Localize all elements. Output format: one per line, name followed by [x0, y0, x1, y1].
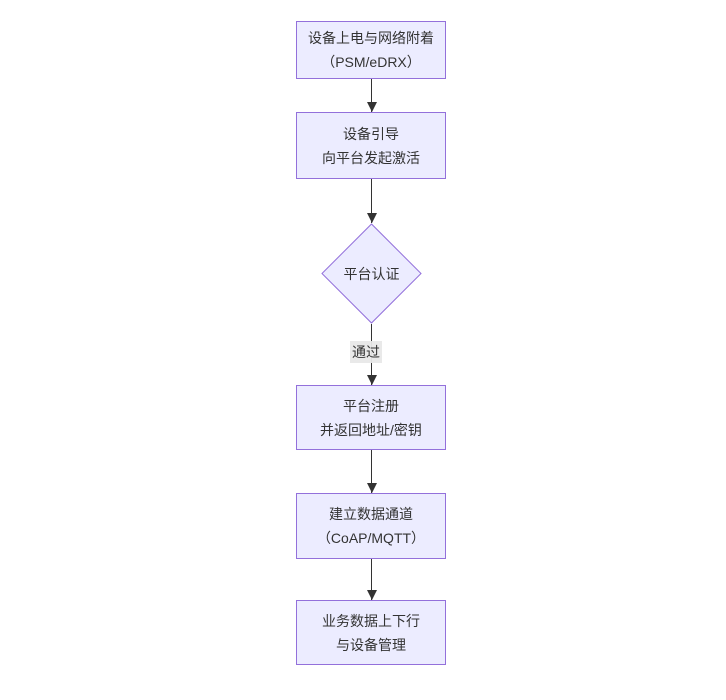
node-text-line: 设备引导 — [343, 125, 399, 142]
node-business-data: 业务数据上下行 与设备管理 — [296, 600, 446, 665]
node-data-channel: 建立数据通道 （CoAP/MQTT） — [296, 493, 446, 559]
flow-arrow — [366, 559, 377, 600]
flow-arrow — [366, 79, 377, 112]
node-platform-auth: 平台认证 — [321, 223, 422, 324]
flow-arrow — [366, 450, 377, 493]
arrowhead-icon — [366, 102, 377, 112]
node-text-line: 建立数据通道 — [329, 506, 413, 522]
arrowhead-icon — [366, 213, 377, 223]
node-power-network-attach: 设备上电与网络附着 （PSM/eDRX） — [296, 21, 446, 79]
node-text-line: （CoAP/MQTT） — [316, 530, 426, 546]
node-device-bootstrap: 设备引导 向平台发起激活 — [296, 112, 446, 179]
arrow-shaft — [371, 559, 372, 600]
node-text-line: 设备上电与网络附着 — [308, 30, 434, 46]
node-text-line: 向平台发起激活 — [322, 149, 420, 166]
arrowhead-icon — [366, 375, 377, 385]
edge-label-pass: 通过 — [350, 341, 382, 363]
node-text-line: 平台注册 — [343, 397, 399, 414]
arrowhead-icon — [366, 483, 377, 493]
flow-arrow — [366, 179, 377, 223]
arrow-shaft — [371, 179, 372, 223]
arrow-shaft — [371, 450, 372, 493]
arrow-shaft — [371, 79, 372, 112]
arrowhead-icon — [366, 590, 377, 600]
node-text-line: 业务数据上下行 — [322, 612, 420, 629]
node-text-line: （PSM/eDRX） — [321, 54, 421, 70]
node-platform-register: 平台注册 并返回地址/密钥 — [296, 385, 446, 450]
node-text-line: 并返回地址/密钥 — [320, 421, 422, 438]
node-text-line: 与设备管理 — [336, 636, 406, 653]
node-text-line: 平台认证 — [343, 265, 400, 282]
